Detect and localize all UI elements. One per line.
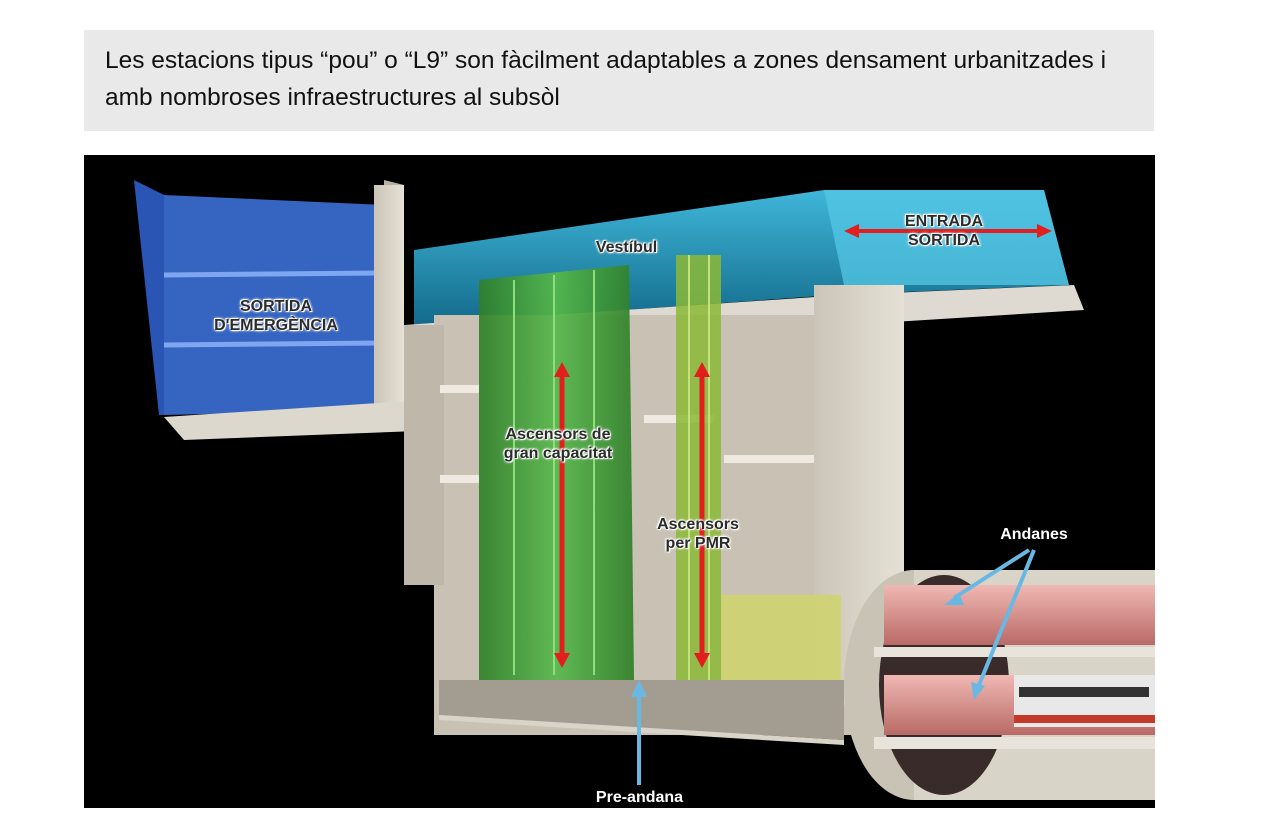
caption-box: Les estacions tipus “pou” o “L9” son fàc… (84, 30, 1154, 131)
label-platforms: Andanes (1000, 526, 1068, 543)
station-cutaway-illustration (134, 180, 1155, 800)
label-large-lifts: Ascensors de gran capacitat (503, 426, 613, 462)
label-pmr-lifts: Ascensors per PMR (657, 516, 739, 552)
entrance-exit-arrow (844, 224, 1052, 238)
pmr-lifts-travel-arrow (694, 362, 710, 668)
label-pre-platform: Pre-andana (595, 789, 684, 806)
emergency-exit-block (134, 180, 404, 415)
caption-text: Les estacions tipus “pou” o “L9” son fàc… (105, 47, 1107, 111)
pre-platform-pointer-arrow (631, 680, 647, 785)
label-entrance-exit: ENTRADA SORTIDA (904, 213, 984, 249)
upper-slab (164, 400, 444, 440)
label-vestibule: Vestíbul (595, 239, 658, 256)
large-lift-shaft (479, 265, 634, 680)
platforms-pointer-arrows (944, 548, 1036, 700)
label-emergency-exit: SORTIDA D'EMERGÈNCIA (214, 298, 338, 334)
platform-tunnel (844, 570, 1155, 800)
station-cutaway-diagram: SORTIDA D'EMERGÈNCIA Vestíbul ENTRADA SO… (84, 155, 1155, 808)
pre-platform-level (439, 595, 844, 745)
pmr-lift-shaft (676, 255, 721, 725)
large-lifts-travel-arrow (554, 362, 570, 668)
